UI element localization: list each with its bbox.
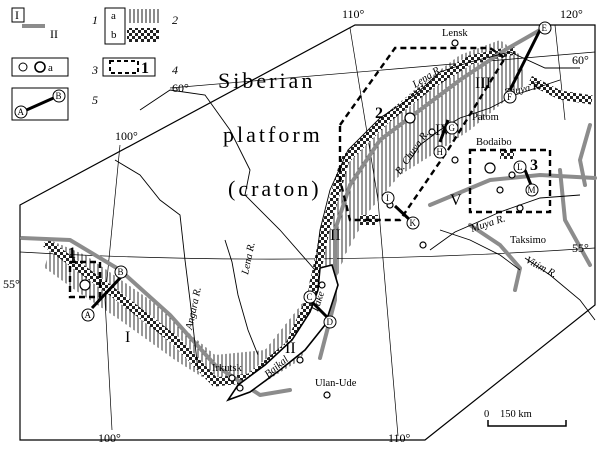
point-f: F	[507, 92, 512, 102]
scale-zero: 0	[484, 409, 489, 420]
area-box-3	[468, 148, 552, 214]
patom-label: Patom	[472, 112, 499, 123]
fold-belt-hatch	[45, 40, 525, 385]
ulan-ude-marker	[323, 391, 331, 399]
section-points: A B C D E F G H I K L M	[81, 21, 552, 329]
legend-1-number: 1	[92, 13, 98, 27]
point-d: D	[327, 317, 334, 327]
zone-label-iii: III	[475, 75, 491, 92]
region-label-line3: (craton)	[228, 176, 322, 201]
longitude-label-100-mid: 100°	[115, 129, 138, 143]
region-label-line2: platform	[223, 122, 323, 147]
area-box-2	[338, 46, 507, 222]
legend-item-1: I II 1	[11, 7, 98, 41]
checkered-belt-east	[527, 75, 593, 105]
legend: I II 1 a b 2 a 3 1 4	[11, 7, 178, 121]
zone-label-v: V	[450, 192, 462, 209]
legend-item-3: a 3	[11, 57, 98, 77]
legend-4-sym: 1	[141, 60, 149, 77]
point-i: I	[386, 193, 389, 203]
legend-5-sym-b: B	[56, 91, 62, 101]
rivers	[114, 51, 596, 371]
point-k: K	[410, 218, 417, 228]
irkutsk-marker	[228, 374, 236, 382]
point-b: B	[118, 267, 124, 277]
latitude-label-55-left: 55°	[3, 277, 20, 291]
zone-label-i: I	[125, 329, 130, 346]
longitude-label-120-top: 120°	[560, 7, 583, 21]
area-number-2: 2	[375, 105, 383, 122]
legend-3-sym-a: a	[48, 62, 53, 74]
longitude-label-100-bottom: 100°	[98, 431, 121, 445]
legend-5-sym-a: A	[18, 107, 25, 117]
point-c: C	[307, 292, 313, 302]
longitude-label-110-bottom: 110°	[388, 431, 411, 445]
scale-bar: 0 150 km	[484, 409, 567, 427]
section-lines	[90, 29, 542, 320]
point-h: H	[437, 147, 444, 157]
latitude-label-55-right: 55°	[572, 241, 589, 255]
legend-1-sym-a: I	[15, 8, 19, 22]
point-g: G	[449, 123, 456, 133]
point-m: M	[528, 185, 536, 195]
point-l: L	[517, 162, 523, 172]
scale-label: 150 km	[500, 409, 532, 420]
legend-2-sym-a: a	[111, 10, 116, 22]
legend-3-number: 3	[91, 63, 98, 77]
legend-2-number: 2	[172, 13, 178, 27]
bodaibo-label: Bodaibo	[476, 137, 512, 148]
lensk-label: Lensk	[442, 28, 468, 39]
irkutsk-label: Irkutsk	[212, 363, 242, 374]
lensk-marker	[451, 39, 459, 47]
legend-2-sym-b: b	[111, 29, 117, 41]
area-number-1: 1	[68, 245, 76, 262]
area-box-1	[68, 260, 102, 299]
region-label-line1: Siberian	[218, 68, 315, 93]
legend-5-number: 5	[92, 93, 98, 107]
checkered-patch	[500, 150, 514, 159]
legend-item-2: a b 2	[104, 7, 178, 45]
point-a: A	[85, 310, 92, 320]
zone-label-ii-south: II	[285, 340, 296, 357]
latitude-label-60-left: 60°	[172, 81, 189, 95]
localities: Lensk Patom Bodaibo Taksimo Irkutsk Ulan…	[212, 28, 546, 399]
longitude-label-110-top: 110°	[342, 7, 365, 21]
latitude-label-60-right: 60°	[572, 53, 589, 67]
deposit-symbols	[79, 112, 524, 392]
taksimo-label: Taksimo	[510, 235, 546, 246]
legend-4-number: 4	[172, 63, 178, 77]
ulan-ude-label: Ulan-Ude	[315, 378, 357, 389]
legend-item-5: A B 5	[11, 87, 98, 121]
area-number-3: 3	[530, 157, 538, 174]
legend-1-sym-b: II	[50, 27, 58, 41]
point-e: E	[542, 23, 548, 33]
legend-item-4: 1 4	[102, 57, 178, 77]
zone-label-ii: II	[330, 227, 341, 244]
